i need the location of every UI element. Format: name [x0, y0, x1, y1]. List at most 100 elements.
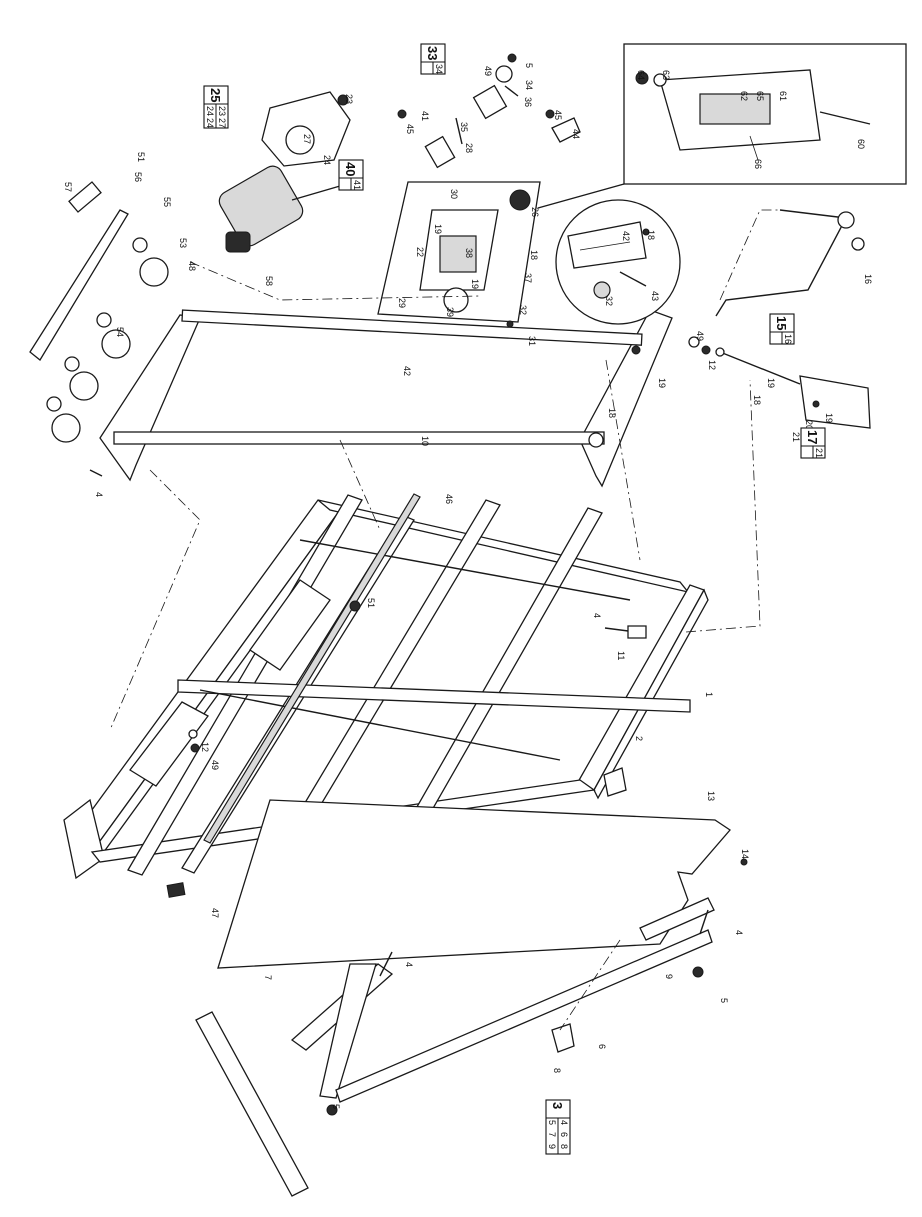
- bolt-36: [504, 85, 519, 97]
- cover-dial-27: [285, 125, 315, 155]
- part-label-47: 47: [210, 908, 220, 918]
- explosion-lines: [109, 209, 780, 1031]
- cable-21: [719, 351, 801, 385]
- group-sub-number: 21: [814, 448, 824, 458]
- stringer-2: [199, 689, 561, 761]
- part-label-61: 61: [778, 91, 788, 101]
- part-label-1: 1: [704, 692, 714, 697]
- clamp-26: [509, 189, 531, 211]
- inset-screw-66: [749, 135, 759, 161]
- part-label-46: 46: [444, 494, 454, 504]
- group-sub-number: 27: [217, 118, 227, 128]
- group-sub-number: 7: [547, 1132, 557, 1137]
- part-label-39: 39: [445, 307, 455, 317]
- part-label-18: 18: [529, 250, 539, 260]
- part-label-5: 5: [331, 1104, 341, 1109]
- inner-long-bar: [177, 679, 691, 713]
- scale-ticks: [579, 241, 631, 251]
- slide-track: [203, 493, 421, 844]
- part-label-29: 29: [397, 298, 407, 308]
- part-label-2: 2: [634, 736, 644, 741]
- bushing-lower-a: [101, 329, 131, 359]
- inset-washer-63: [653, 73, 667, 87]
- bracket-38: [439, 235, 477, 273]
- group-sub-number: 24: [205, 118, 215, 128]
- wheel-39: [443, 287, 469, 313]
- bolt-4-stand: [379, 951, 393, 977]
- washer-49-right: [688, 336, 700, 348]
- bolt-4-stand-right: [699, 909, 709, 935]
- part-label-9: 9: [664, 974, 674, 979]
- spacer-54b: [64, 356, 80, 372]
- part-label-30: 30: [449, 189, 459, 199]
- bracket-40: [424, 135, 456, 169]
- stand-assembly: [195, 897, 715, 1197]
- nut-12: [190, 743, 200, 753]
- part-label-14: 14: [740, 849, 750, 859]
- part-label-21: 21: [791, 432, 801, 442]
- group-sub-number: 23: [217, 106, 227, 116]
- group-main-number: 15: [774, 316, 789, 330]
- group-main-number: 40: [343, 162, 358, 176]
- switch-box: [799, 375, 871, 429]
- part-label-57: 57: [63, 182, 73, 192]
- spacer-54c: [46, 396, 62, 412]
- part-label-66: 66: [753, 159, 763, 169]
- part-label-35: 35: [459, 122, 469, 132]
- nut-45-right: [545, 109, 555, 119]
- part-label-43: 43: [650, 291, 660, 301]
- bushing-53: [132, 237, 148, 253]
- part-label-13: 13: [706, 791, 716, 801]
- part-label-4: 4: [94, 492, 104, 497]
- part-label-10: 10: [420, 436, 430, 446]
- left-long-rail: [69, 499, 341, 853]
- rail-frame: [89, 309, 673, 488]
- right-long-rail-side: [593, 588, 709, 800]
- bracket-44: [551, 117, 581, 143]
- plate-11: [627, 625, 647, 639]
- inner-panel: [249, 579, 331, 671]
- part-label-44: 44: [571, 129, 581, 139]
- scale-detail: [555, 199, 681, 325]
- bar-10: [113, 431, 605, 445]
- cap-16: [851, 237, 865, 251]
- plate-56: [68, 181, 102, 213]
- part-label-27: 27: [302, 134, 312, 144]
- part-label-62: 62: [739, 91, 749, 101]
- washer-49: [188, 729, 198, 739]
- part-label-6: 6: [597, 1044, 607, 1049]
- switch-box-17: [688, 336, 871, 429]
- part-label-42: 42: [621, 231, 631, 241]
- scale-42: [567, 221, 647, 269]
- screw-19-box: [812, 400, 820, 408]
- dash-mid: [339, 439, 381, 531]
- part-number-labels: 1241151461249471314495684754104218194912…: [63, 63, 873, 1109]
- part-label-12: 12: [200, 742, 210, 752]
- group-sub-number: 41: [352, 180, 362, 190]
- part-label-4: 4: [404, 962, 414, 967]
- block-33: [472, 84, 508, 120]
- dash-spring: [719, 209, 780, 301]
- part-label-4: 4: [592, 613, 602, 618]
- nut-5-right: [692, 966, 704, 978]
- group-main-number: 17: [805, 430, 820, 444]
- screw-14: [740, 858, 748, 866]
- part-label-56: 56: [133, 172, 143, 182]
- part-label-54: 54: [115, 327, 125, 337]
- part-label-18: 18: [607, 408, 617, 418]
- part-label-42: 42: [402, 366, 412, 376]
- part-label-41: 41: [420, 111, 430, 121]
- part-label-51: 51: [366, 598, 376, 608]
- part-label-37: 37: [523, 273, 533, 283]
- bar-10-end: [588, 432, 604, 448]
- part-label-18: 18: [752, 395, 762, 405]
- part-label-19: 19: [657, 378, 667, 388]
- group-sub-number: 4: [559, 1120, 569, 1125]
- part-label-8: 8: [552, 1068, 562, 1073]
- part-label-7: 7: [263, 975, 273, 980]
- nut-12-right: [701, 345, 711, 355]
